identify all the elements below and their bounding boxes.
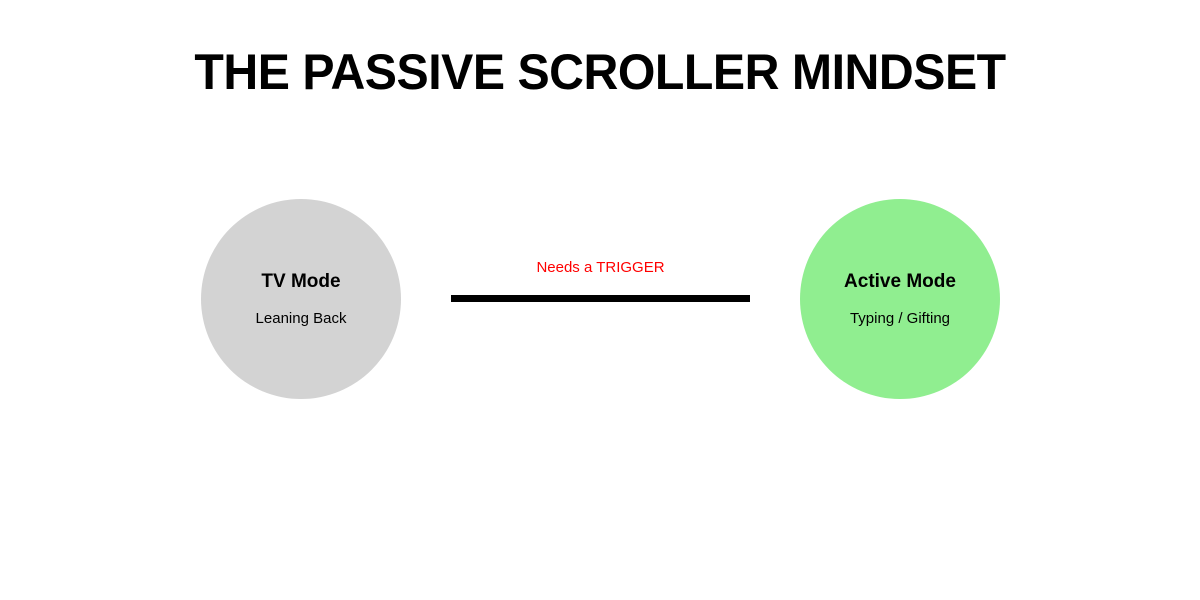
node-active-mode[interactable]: Active Mode Typing / Gifting bbox=[800, 199, 1000, 399]
node-active-mode-subtitle: Typing / Gifting bbox=[849, 309, 951, 327]
node-active-mode-title: Active Mode bbox=[844, 270, 956, 292]
node-tv-mode[interactable]: TV Mode Leaning Back bbox=[201, 199, 401, 399]
node-tv-mode-subtitle: Leaning Back bbox=[255, 309, 347, 327]
node-tv-mode-title: TV Mode bbox=[261, 270, 341, 292]
connector-label: Needs a TRIGGER bbox=[536, 259, 665, 276]
page-title: THE PASSIVE SCROLLER MINDSET bbox=[194, 44, 1006, 100]
connector-line bbox=[451, 295, 750, 302]
